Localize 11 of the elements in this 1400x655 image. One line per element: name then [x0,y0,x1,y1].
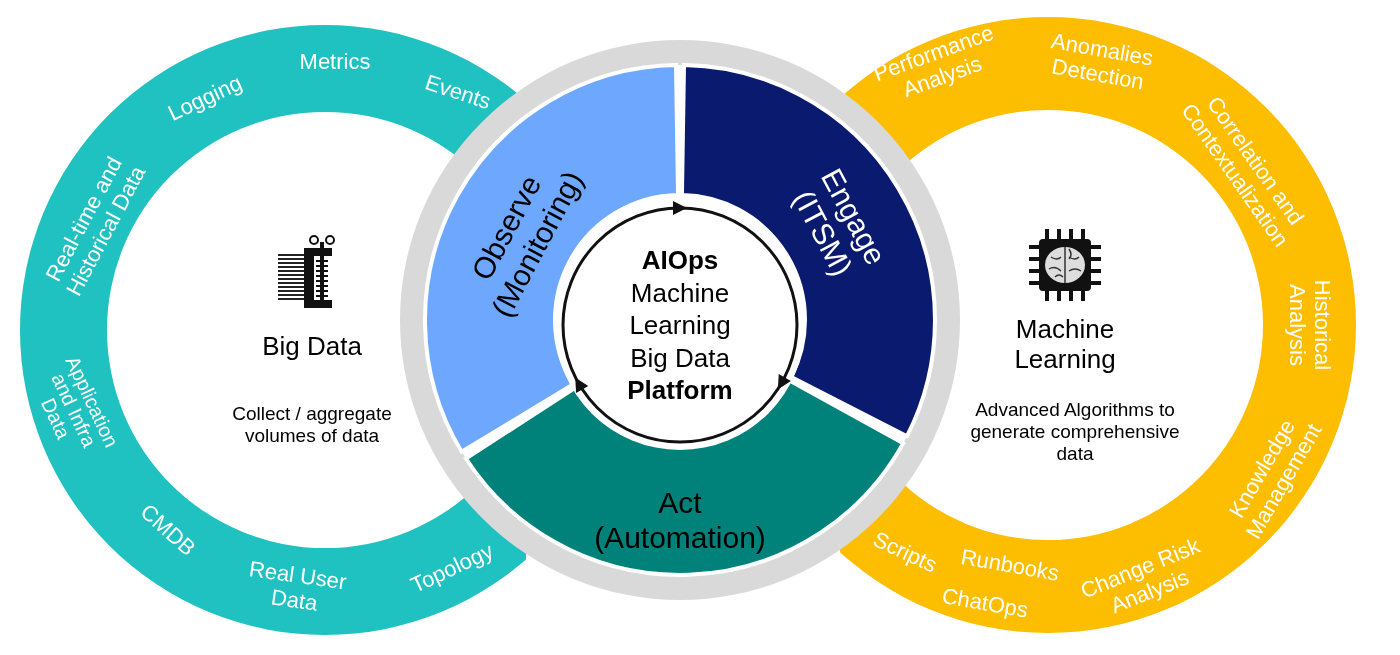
ring-label: Real User Data [246,555,349,618]
description: Advanced Algorithms to generate comprehensive data [969,399,1181,465]
ring-label: Historical Analysis [1284,278,1336,373]
ring-label: Events [422,69,494,115]
heading: Big Data [262,332,362,362]
heading: Machine Learning [1013,315,1117,375]
ring-label: Anomalies Detection [1048,27,1156,97]
platform-label: AIOps Machine Learning Big Data Platform [626,243,734,407]
sector-label: Act (Automation) [593,485,767,555]
ring-label: Metrics [299,49,371,75]
description: Collect / aggregate volumes of data [231,403,393,447]
